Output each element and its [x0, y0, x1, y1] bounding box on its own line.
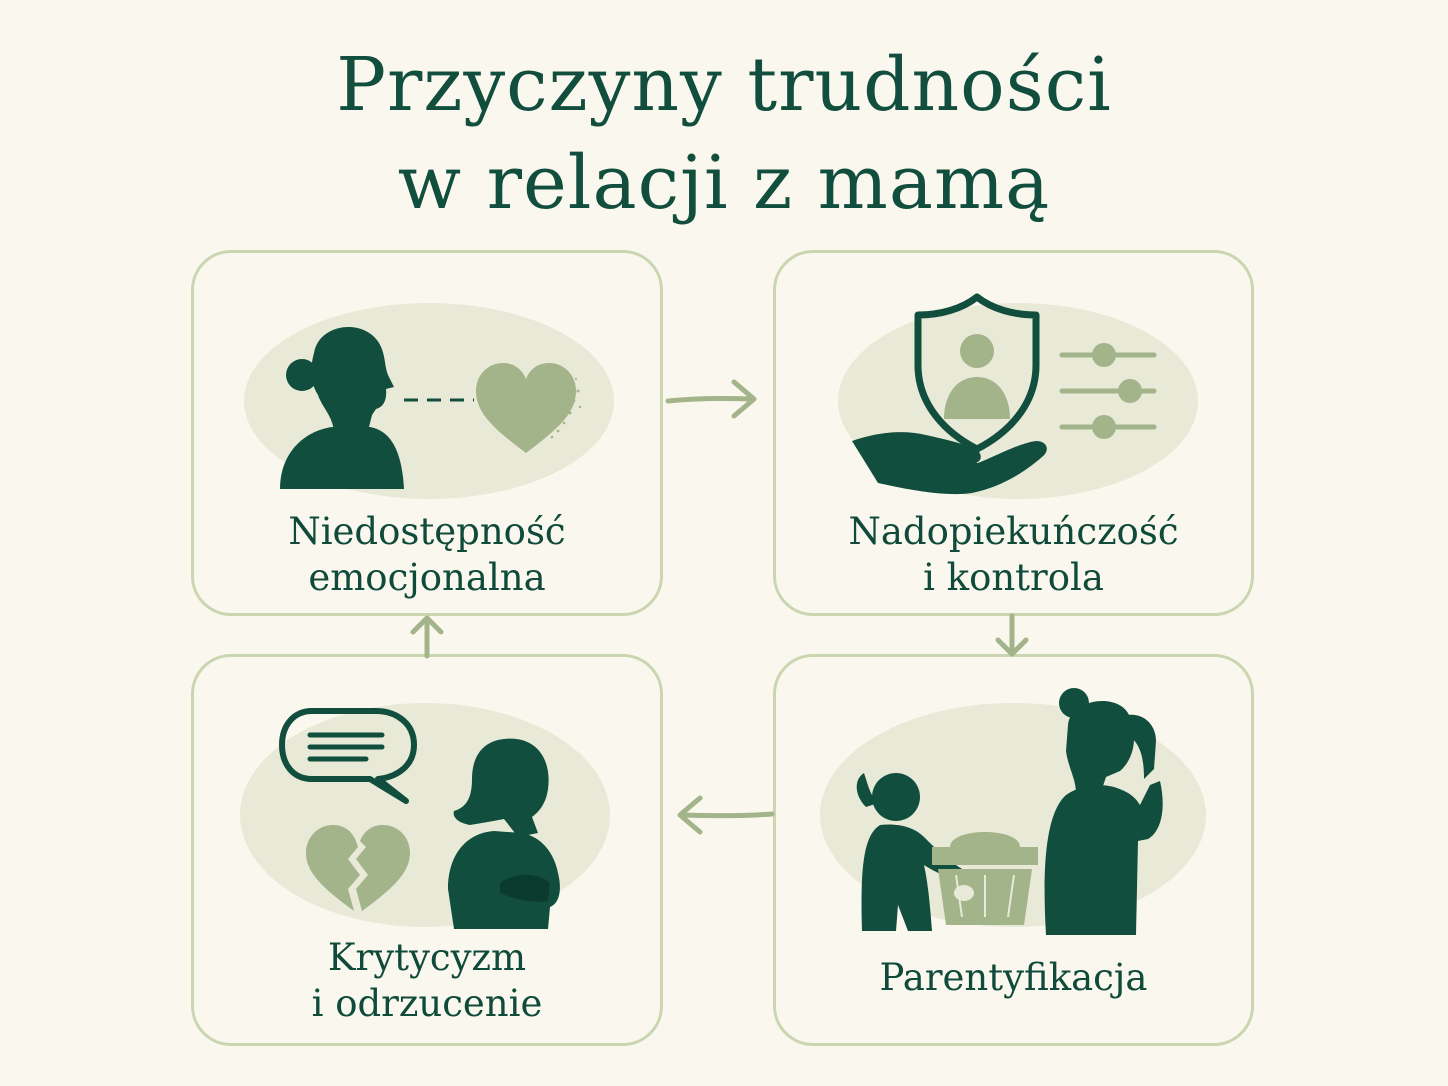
card-label-line-2: i odrzucenie [311, 982, 543, 1025]
card-label: Nadopiekuńczość i kontrola [776, 509, 1251, 601]
card-label: Krytycyzm i odrzucenie [194, 935, 660, 1027]
card-label: Niedostępność emocjonalna [194, 509, 660, 601]
arrow-down-icon [995, 613, 1029, 657]
card-label-line-2: i kontrola [923, 556, 1104, 599]
dashed-line-icon [404, 398, 474, 402]
card-label-line-1: Niedostępność [288, 510, 566, 553]
card-label-line-1: Nadopiekuńczość [848, 510, 1179, 553]
woman-profile-icon [280, 326, 404, 489]
title-line-1: Przyczyny trudności [336, 42, 1112, 128]
card-parentification: Parentyfikacja [773, 654, 1254, 1046]
card-label-line-2: emocjonalna [308, 556, 546, 599]
speech-bubble-icon [279, 708, 417, 804]
card-overprotection-control: Nadopiekuńczość i kontrola [773, 250, 1254, 616]
tired-mother-icon [1044, 688, 1163, 935]
broken-heart-icon [306, 825, 410, 911]
card-emotional-unavailability: Niedostępność emocjonalna [191, 250, 663, 616]
title-line-2: w relacji z mamą [397, 140, 1051, 226]
arrow-up-icon [410, 615, 444, 659]
arrow-right-icon [665, 379, 757, 419]
diagram-title: Przyczyny trudności w relacji z mamą [0, 36, 1448, 232]
child-icon [856, 773, 966, 931]
laundry-basket-icon [932, 832, 1038, 925]
open-hand-icon [852, 432, 1047, 495]
card-label-line-1: Parentyfikacja [879, 956, 1148, 999]
arrow-left-icon [677, 795, 775, 835]
card-label-line-1: Krytycyzm [327, 936, 527, 979]
card-label: Parentyfikacja [776, 955, 1251, 1001]
fading-heart-icon [476, 363, 582, 453]
slider-controls-icon [1059, 343, 1157, 439]
shield-person-icon [914, 293, 1040, 453]
sad-woman-icon [448, 738, 560, 929]
card-criticism-rejection: Krytycyzm i odrzucenie [191, 654, 663, 1046]
